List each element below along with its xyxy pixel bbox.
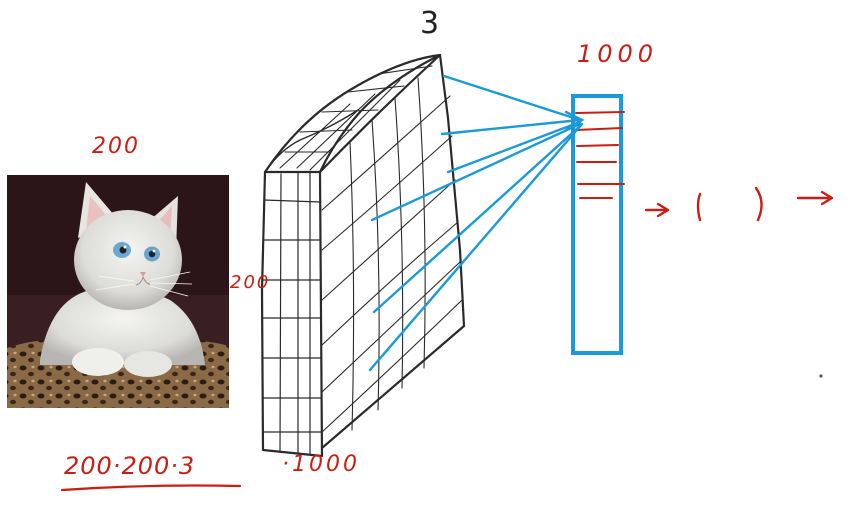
image-width-label: 200 — [92, 134, 140, 159]
image-height-label: 200 — [230, 272, 271, 293]
channels-label: 3 — [420, 6, 442, 41]
kitten-photo — [7, 175, 229, 408]
stray-dot — [819, 374, 823, 378]
output-sketch — [644, 186, 834, 222]
connection-arrows — [368, 74, 585, 372]
product-underline — [60, 484, 242, 492]
hidden-layer-box — [571, 94, 625, 355]
input-volume-sketch — [260, 53, 466, 458]
times-units-label: ·1000 — [282, 452, 360, 477]
input-size-label: 200·200·3 — [64, 452, 196, 480]
hidden-units-label: 1000 — [577, 40, 659, 68]
